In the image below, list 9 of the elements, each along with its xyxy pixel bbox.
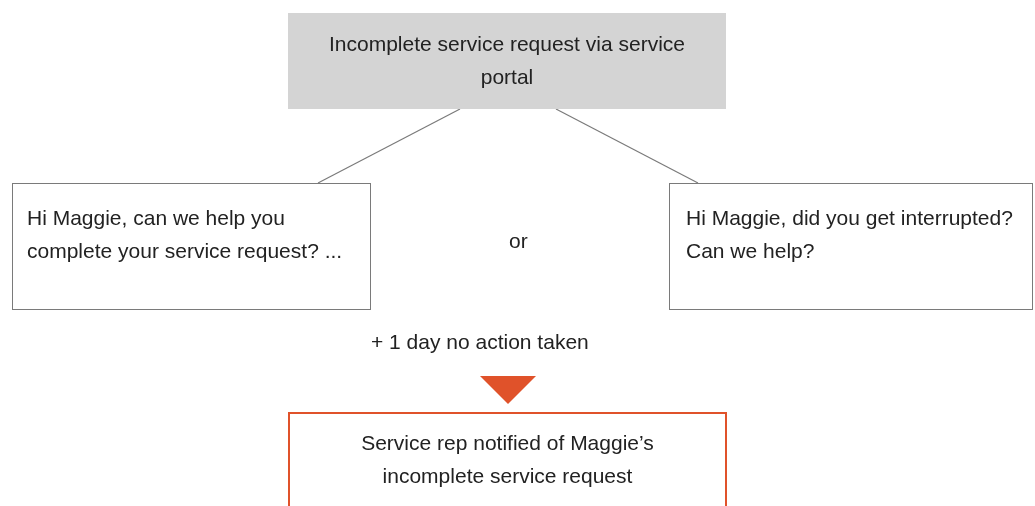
connector-line: [317, 108, 461, 184]
connector-line: [555, 108, 699, 184]
timing-note: + 1 day no action taken: [371, 330, 589, 354]
message-box: Hi Maggie, can we help you complete your service request? ...: [12, 183, 371, 310]
process-box: Incomplete service request via service portal: [288, 13, 726, 109]
message-box: Hi Maggie, did you get interrupted? Can we help?: [669, 183, 1033, 310]
connector-word: or: [509, 229, 528, 253]
notification-box: Service rep notified of Maggie’s incomplete service request: [288, 412, 727, 506]
arrowhead: [480, 376, 536, 404]
